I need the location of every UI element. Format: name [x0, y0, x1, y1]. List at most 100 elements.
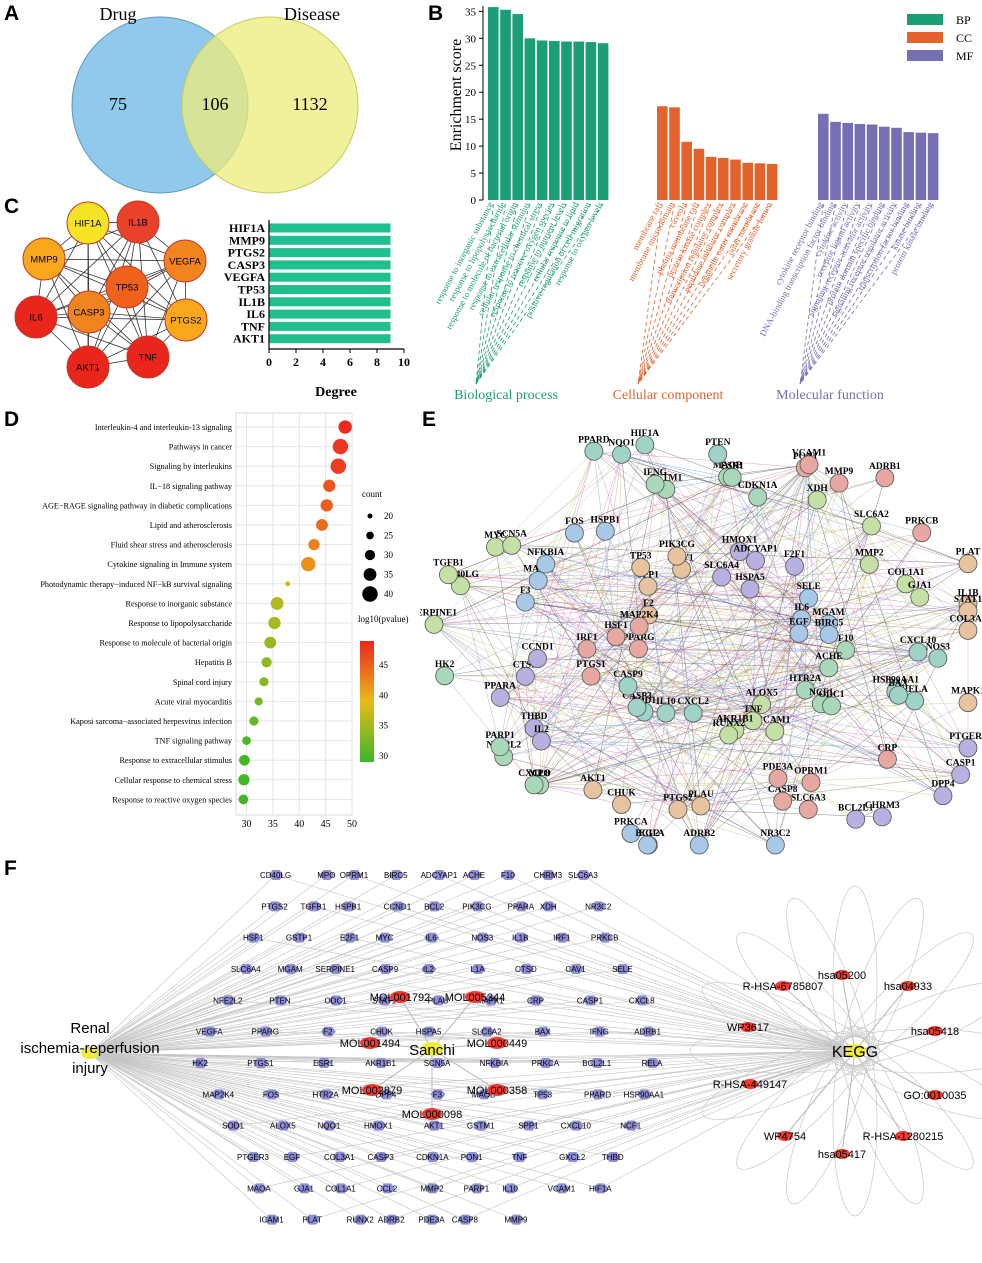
network-node-label-ptgs2: PTGS2	[170, 316, 201, 327]
bar-bp-response-to-oxygen-levels	[597, 43, 609, 200]
ppi-edge	[721, 576, 779, 779]
ppi-node-label-hk2: HK2	[435, 660, 455, 670]
target-node-hsf1	[246, 932, 262, 943]
ppi-edge	[871, 525, 969, 564]
bubble-x-tick-label: 40	[294, 819, 304, 830]
target-node-spp1	[521, 1120, 537, 1131]
ppi-node-label-cd40lg: CD40LG	[442, 570, 480, 580]
bubble-color-legend-title: log10(pvalue)	[358, 614, 408, 624]
target-node-pik3cg	[469, 901, 485, 912]
target-label-pon1: PON1	[461, 1153, 483, 1162]
ppi-node-label-sele: SELE	[797, 582, 821, 592]
network-edge	[89, 874, 327, 1054]
ppi-edge	[757, 496, 969, 749]
bubble-x-tick-label: 50	[347, 819, 357, 830]
network-edge	[391, 1050, 856, 1220]
ppi-node-label-bcl2: BCL2	[635, 829, 660, 839]
degree-category-label-il1b: IL1B	[238, 295, 265, 309]
bubble-point-signaling-by-interleukins	[330, 458, 347, 474]
ppi-edge	[495, 546, 535, 785]
ppi-edge	[545, 563, 802, 620]
hub-label-line: injury	[72, 1060, 108, 1077]
network-edge	[89, 1052, 341, 1189]
ppi-node-hsf1	[606, 627, 626, 647]
target-node-ccnd1	[390, 901, 406, 912]
ppi-edge	[757, 497, 806, 691]
bubble-category-label-photodynamic-therapy-induced-nf-kb-survival-signaling: Photodynamic therapy−induced NF−kB survi…	[40, 580, 232, 589]
ppi-node-label-mmp2: MMP2	[855, 548, 884, 558]
bubble-category-label-response-to-molecule-of-bacterial-origin: Response to molecule of bacterial origin	[99, 639, 232, 648]
network-edge	[89, 1000, 439, 1054]
target-node-slc6a4	[238, 964, 254, 974]
target-node-ppard	[590, 1089, 606, 1100]
ppi-edge	[460, 585, 542, 742]
ppi-node-label-alox5: ALOX5	[746, 688, 778, 698]
network-edge	[89, 968, 526, 1054]
ppi-edge	[647, 563, 969, 587]
ppi-node-label-serpine1: SERPINE1	[420, 608, 457, 618]
bubble-category-label-acute-viral-myocarditis: Acute viral myocarditis	[155, 697, 232, 706]
ppi-edge	[545, 563, 800, 634]
target-label-prkca: PRKCA	[532, 1059, 560, 1068]
bubble-category-label-signaling-by-interleukins: Signaling by interleukins	[150, 462, 232, 471]
network-edge	[89, 1052, 517, 1220]
ppi-edge	[525, 601, 846, 651]
ppi-edge	[525, 567, 641, 603]
ppi-node-stat1	[958, 601, 978, 621]
ppi-node-label-hsp90aa1: HSP90AA1	[873, 675, 920, 685]
ppi-edge	[590, 556, 678, 677]
ppi-edge	[574, 532, 812, 783]
network-edge	[87, 260, 186, 368]
network-edge	[89, 1031, 429, 1054]
ppi-edge	[586, 648, 888, 760]
target-label-cxcl8: CXCL8	[629, 996, 655, 1005]
ppi-node-scn5a	[502, 535, 522, 555]
ppi-node-mmp2	[859, 554, 879, 574]
network-node-label-tp53: TP53	[116, 283, 139, 294]
ppi-edge	[503, 712, 666, 757]
panel-label-a: A	[4, 2, 20, 25]
target-label-ppara: PPARA	[508, 902, 535, 911]
compound-node-mol000449	[487, 1037, 507, 1049]
network-edge	[89, 1031, 328, 1054]
ppi-node-label-plau: PLAU	[688, 790, 714, 800]
ppi-node-label-birc5: BIRC5	[815, 618, 844, 628]
degree-category-label-ptgs2: PTGS2	[228, 246, 265, 260]
target-label-ache: ACHE	[463, 871, 485, 880]
target-label-serpine1: SERPINE1	[315, 965, 355, 974]
target-label-ncf1: NCF1	[620, 1122, 641, 1131]
ppi-edge	[460, 585, 679, 810]
ppi-node-cxcl10	[908, 642, 928, 662]
target-label-gxcl2: GXCL2	[559, 1153, 586, 1162]
target-node-xdh	[541, 901, 557, 912]
ppi-edge	[698, 525, 872, 846]
ppi-node-mapk1	[958, 693, 978, 712]
ppi-edge	[574, 467, 806, 534]
ppi-node-oprm1	[801, 773, 821, 792]
target-label-ptger3: PTGER3	[237, 1153, 270, 1162]
bar-cc-plasma-membrane-raft	[693, 148, 705, 200]
pathway-label-go-0010035: GO:0010035	[904, 1090, 967, 1102]
target-label-maoa: MAOA	[247, 1184, 271, 1193]
ppi-node-htr2a	[795, 680, 815, 700]
target-node-tnf	[512, 1152, 528, 1162]
ppi-node-pparg	[629, 639, 648, 659]
degree-category-label-casp3: CASP3	[228, 258, 265, 272]
ppi-node-parp1	[490, 737, 510, 757]
ppi-edge	[534, 720, 753, 729]
network-edge	[89, 937, 605, 1054]
target-node-f3	[430, 1089, 446, 1100]
ppi-node-label-nos3: NOS3	[926, 642, 951, 652]
target-label-hspa5: HSPA5	[416, 1028, 442, 1037]
target-label-vegfa: VEGFA	[196, 1028, 223, 1037]
ppi-node-label-nr3c2: NR3C2	[760, 829, 790, 839]
target-label-adrb1: ADRB1	[634, 1028, 661, 1037]
target-node-adcyap1	[431, 870, 447, 880]
network-edge	[89, 1052, 326, 1095]
ppi-node-pde3a	[768, 769, 788, 788]
network-edge	[89, 1052, 598, 1095]
bubble-x-tick-label: 45	[321, 819, 331, 830]
target-label-casp1: CASP1	[577, 996, 604, 1005]
target-node-myc	[377, 932, 393, 943]
network-edge	[89, 1052, 313, 1220]
